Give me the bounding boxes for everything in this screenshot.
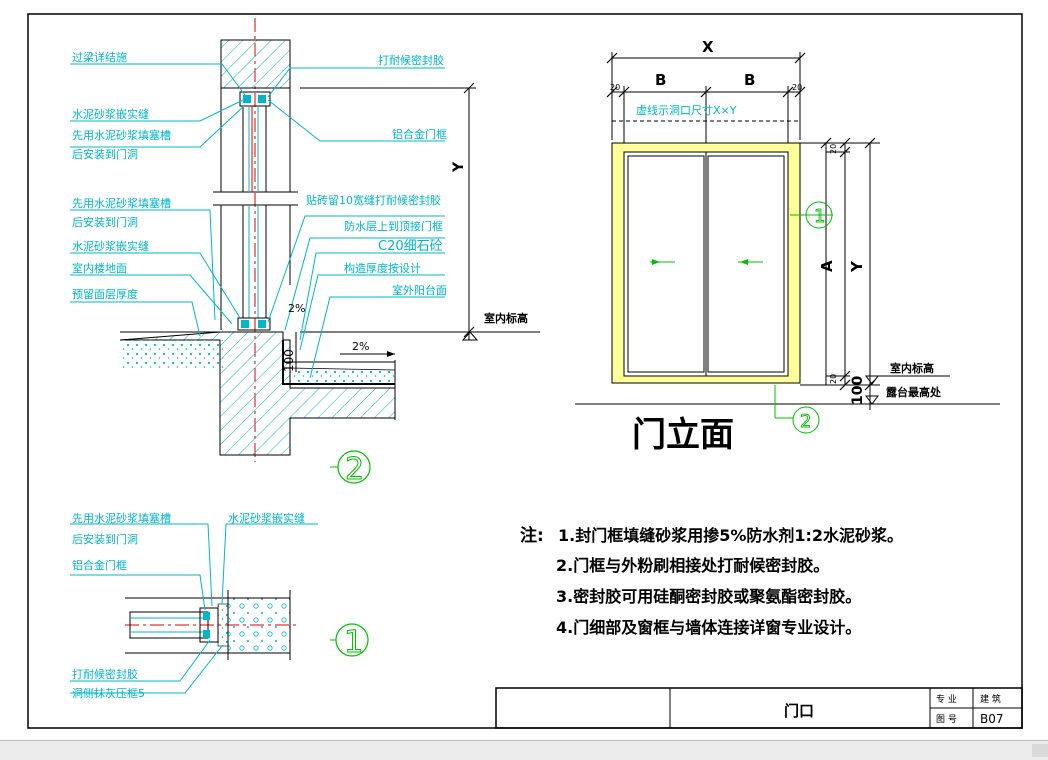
door-elevation [575, 52, 1000, 434]
dim-y-elevation: Y [848, 260, 866, 273]
s1-label-cement-fill: 水泥砂浆嵌实缝 [228, 511, 305, 525]
callout-1-section: 1 [344, 625, 363, 660]
dim-b-right: B [744, 71, 755, 89]
callout-2-section: 2 [345, 452, 364, 487]
specialty-value: 建 筑 [980, 693, 1001, 705]
opening-note: 虚线示洞口尺寸X×Y [636, 103, 737, 117]
label-cement-slot-mid: 先用水泥砂浆填塞槽 [72, 196, 171, 210]
section-1-detail [70, 523, 369, 694]
label-cement-fill-mid: 水泥砂浆嵌实缝 [72, 239, 149, 253]
drawing-no-value: B07 [980, 712, 1004, 726]
section-2-detail [70, 18, 540, 484]
dim-a: A [818, 260, 836, 272]
callout-1-elevation: 1 [814, 206, 825, 227]
s1-label-install: 后安装到门洞 [72, 532, 138, 546]
dim-x: X [702, 38, 714, 56]
drawing-name: 门口 [784, 702, 814, 720]
drawing-no-label: 图 号 [936, 714, 957, 725]
note-4: 4.门细部及窗框与墙体连接详窗专业设计。 [556, 618, 861, 637]
cad-drawing: 过梁详结施 水泥砂浆嵌实缝 先用水泥砂浆填塞槽 后安装到门洞 打耐候密封胶 铝合… [27, 13, 1023, 729]
label-install-mid: 后安装到门洞 [72, 215, 138, 229]
indoor-level-section: 室内标高 [484, 311, 528, 325]
label-cement-slot-top: 先用水泥砂浆填塞槽 [72, 128, 171, 142]
dim-20-left: 20 [610, 83, 620, 92]
dim-100-elevation: 100 [850, 376, 866, 405]
label-reserve: 预留面层厚度 [72, 287, 138, 301]
dim-100-section: 100 [282, 349, 296, 372]
label-c20: C20细石砼 [378, 239, 443, 254]
resize-grip[interactable] [1032, 744, 1048, 757]
notes-prefix: 注: [520, 525, 544, 546]
label-terrace-surface: 室外阳台面 [392, 283, 447, 297]
s1-label-cement-slot: 先用水泥砂浆填塞槽 [72, 511, 171, 525]
note-3: 3.密封胶可用硅酮密封胶或聚氨酯密封胶。 [556, 587, 861, 606]
dim-20-right: 20 [792, 83, 802, 92]
s1-label-trim: 洞侧抹灰压框5 [72, 686, 145, 700]
label-indoor-floor: 室内楼地面 [72, 261, 127, 275]
label-sealant-top: 打耐候密封胶 [378, 53, 444, 67]
dim-y-section: Y [451, 161, 467, 173]
note-1: 1.封门框填缝砂浆用掺5%防水剂1:2水泥砂浆。 [558, 526, 903, 545]
specialty-label: 专 业 [936, 693, 957, 705]
dim-20-bottom: 20 [829, 374, 838, 384]
status-bar [0, 740, 1048, 760]
dim-b-left: B [655, 71, 666, 89]
s1-label-sealant: 打耐候密封胶 [72, 667, 138, 681]
label-lintel: 过梁详结施 [72, 50, 127, 64]
note-2: 2.门框与外粉刷相接处打耐候密封胶。 [556, 556, 829, 575]
title-block [495, 687, 1023, 729]
label-install-top: 后安装到门洞 [72, 147, 138, 161]
terrace-level: 露台最高处 [886, 385, 942, 399]
elevation-title: 门立面 [632, 415, 734, 455]
label-waterproof: 防水层上到顶接门框 [344, 219, 443, 233]
label-cement-fill-top: 水泥砂浆嵌实缝 [72, 107, 149, 121]
slope-small-label: 2% [288, 302, 305, 315]
indoor-level-elevation: 室内标高 [890, 361, 934, 375]
slope-big-label: 2% [352, 340, 369, 353]
dim-20-top: 20 [829, 144, 838, 154]
s1-label-alu-frame: 铝合金门框 [72, 558, 127, 572]
callout-2-elevation: 2 [800, 411, 811, 432]
label-slope-design: 构造厚度按设计 [344, 261, 421, 275]
label-tile-gap: 贴砖留10宽缝打耐候密封胶 [306, 193, 441, 207]
label-alu-frame: 铝合金门框 [392, 127, 447, 141]
